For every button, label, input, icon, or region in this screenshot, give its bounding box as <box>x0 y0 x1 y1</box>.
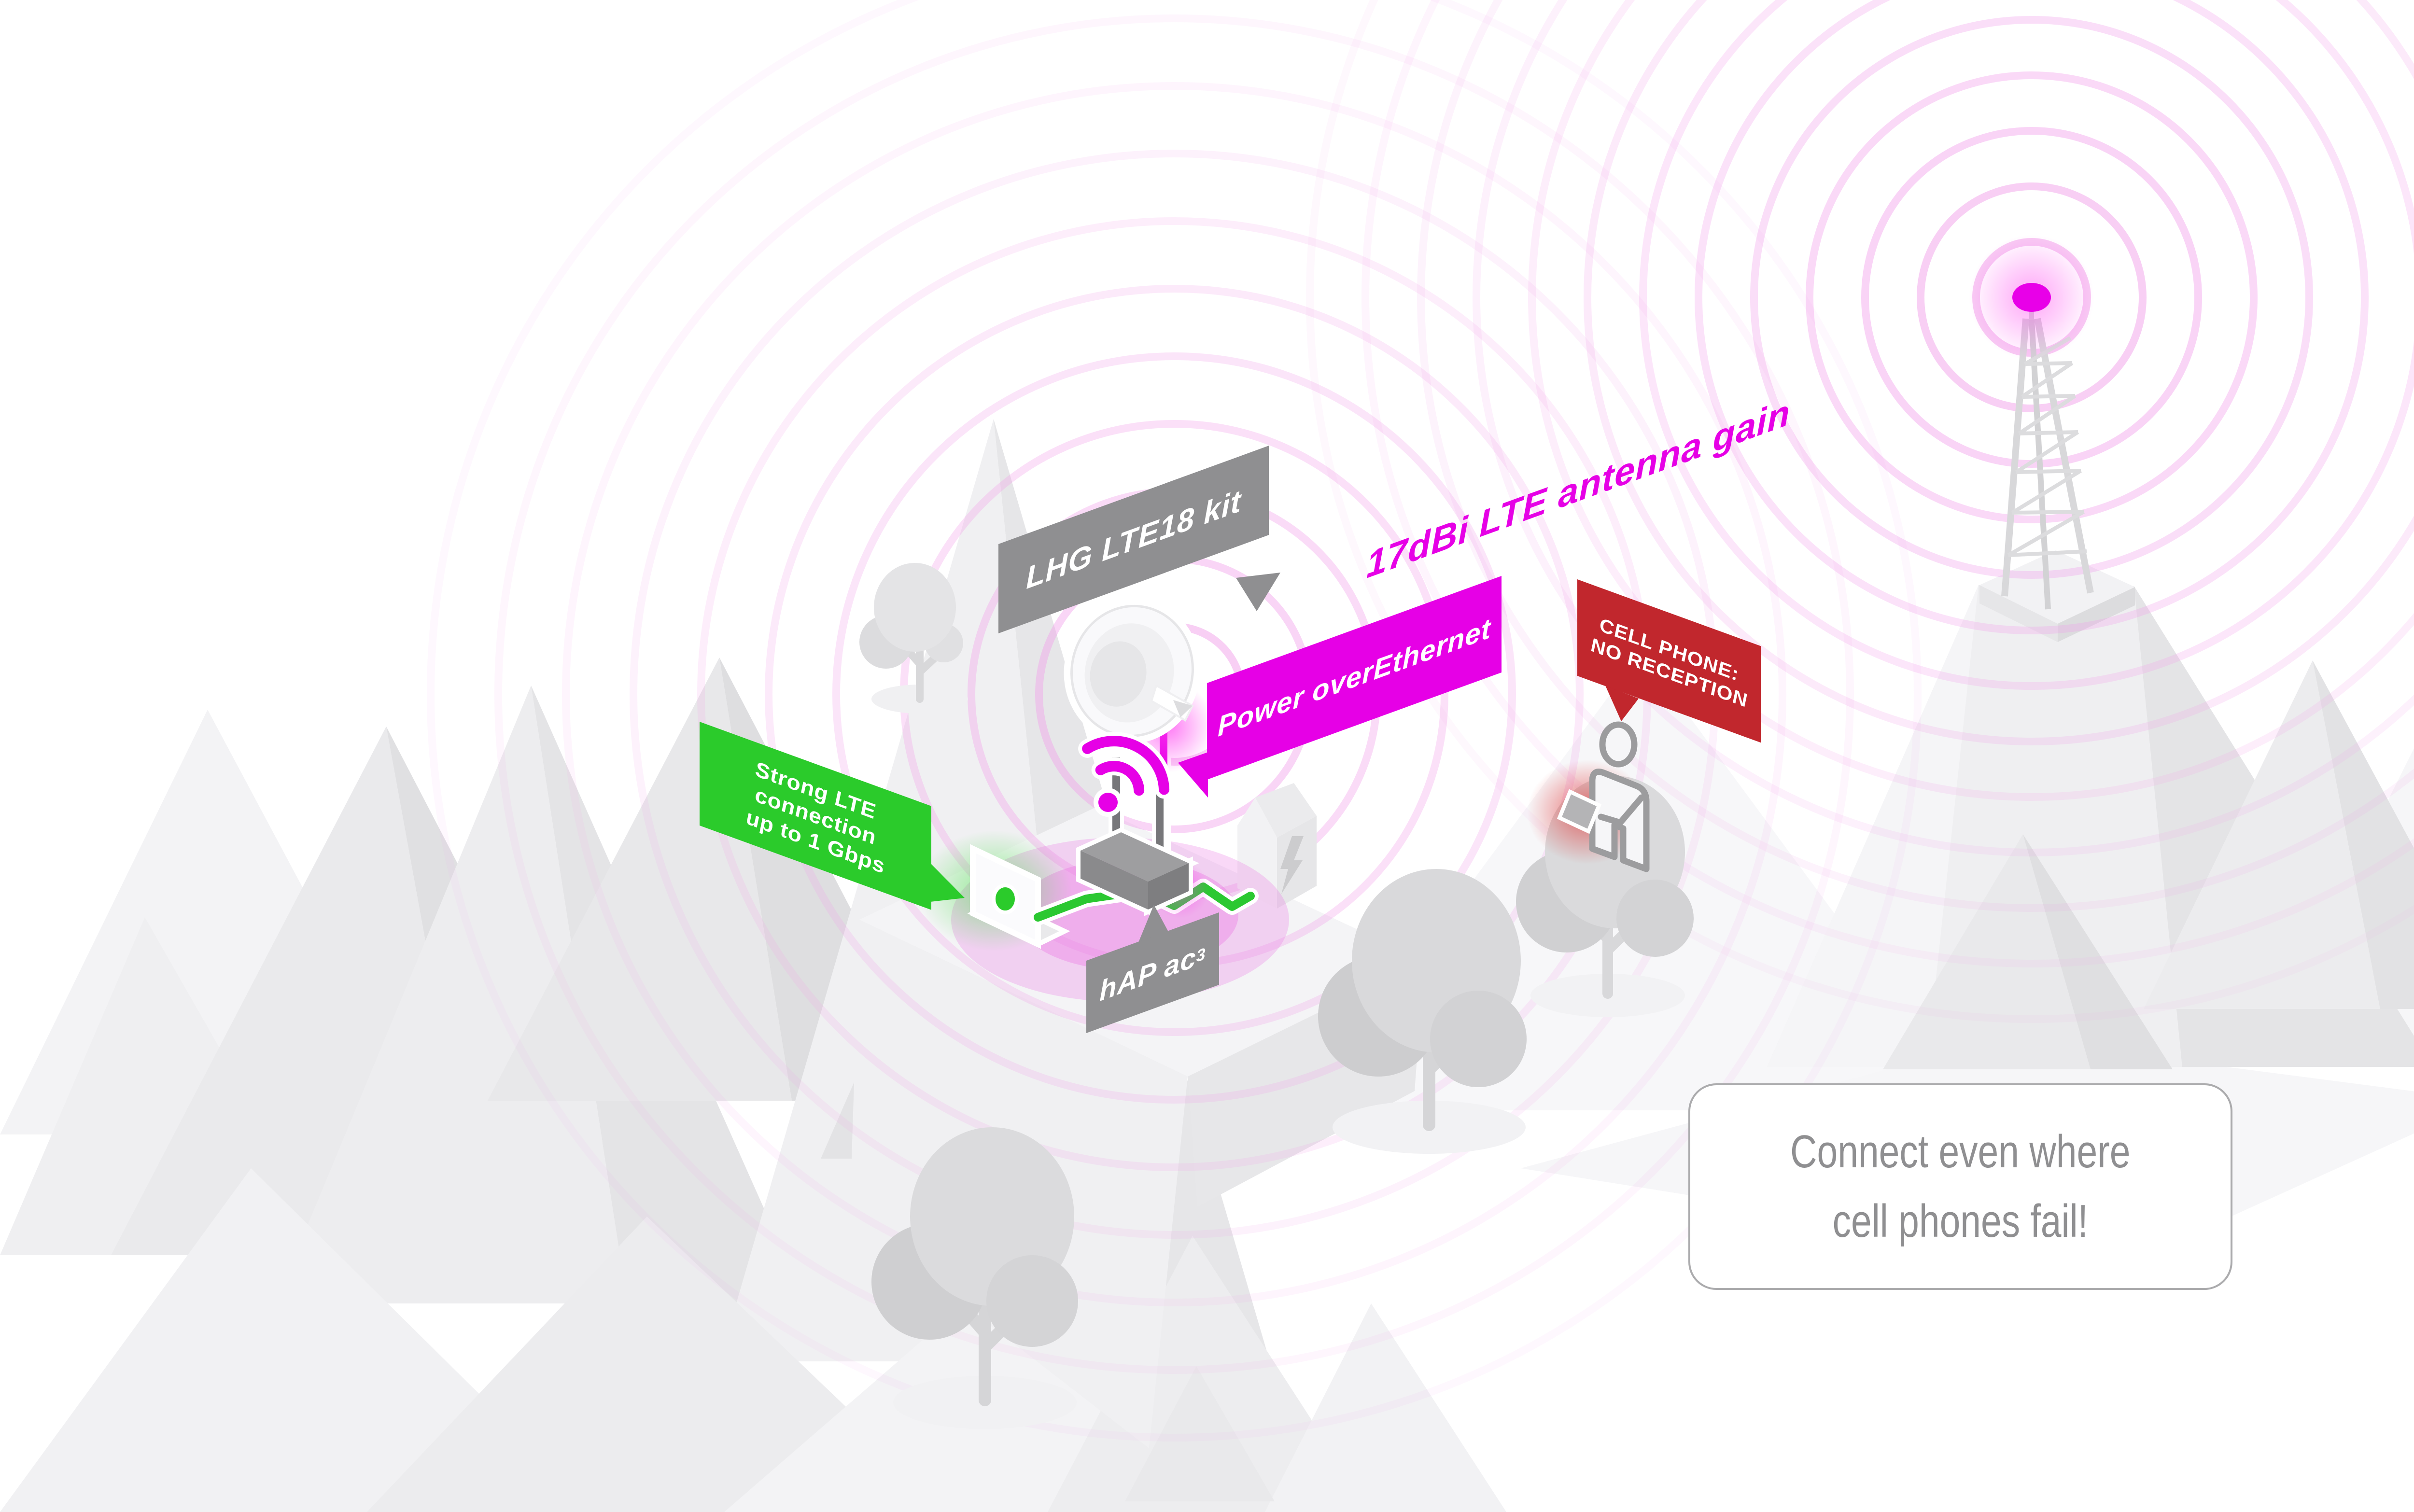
tagline-text: Connect even where cell phones fail! <box>1790 1117 2130 1256</box>
tagline-line1: Connect even where <box>1790 1126 2131 1177</box>
tree-icon <box>1318 869 1527 1154</box>
tagline-box: Connect even where cell phones fail! <box>1688 1083 2232 1290</box>
phone-icon <box>1557 789 1602 834</box>
tree-icon <box>871 1127 1078 1429</box>
person-icon <box>1527 721 1650 872</box>
lightning-icon <box>1280 836 1304 894</box>
hap-sup: 3 <box>1196 944 1206 966</box>
laptop-status-dot <box>992 883 1019 914</box>
tower-beacon-dot <box>2012 283 2051 312</box>
tagline-line2: cell phones fail! <box>1832 1195 2089 1247</box>
wifi-icon <box>1078 732 1174 817</box>
power-house-icon <box>1237 783 1317 909</box>
tree-icon <box>859 563 968 714</box>
cell-tower-icon <box>1969 235 2094 610</box>
lhg-dish-antenna-icon <box>1064 598 1201 744</box>
